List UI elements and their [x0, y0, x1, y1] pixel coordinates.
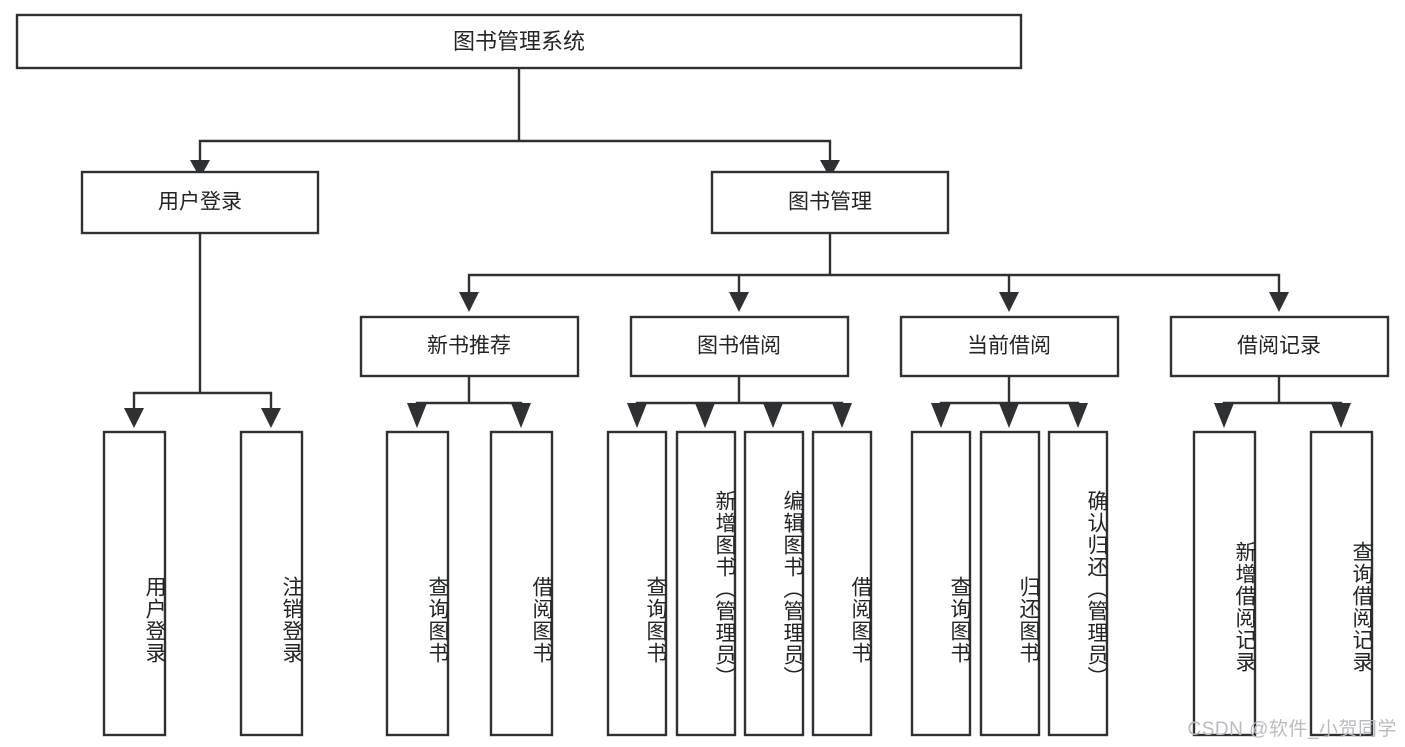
arrow-head-leaf-query-record: [1331, 403, 1351, 428]
arrow-head-current-borrow: [999, 292, 1019, 312]
connector-borrow-record-to-leaves: [1222, 374, 1343, 412]
node-leaf-query-book-3-box[interactable]: [910, 430, 972, 737]
arrow-head-leaf-query-book-3: [931, 403, 951, 428]
node-new-book-recommend[interactable]: 新书推荐: [359, 315, 580, 378]
node-current-borrow-label: 当前借阅: [967, 335, 1051, 358]
arrow-head-book-borrow: [729, 292, 749, 312]
connector-user-login-to-leaves: [132, 231, 273, 410]
node-new-book-recommend-box[interactable]: [359, 315, 580, 378]
arrow-head-leaf-borrow-book-1: [511, 403, 531, 428]
node-root-label: 图书管理系统: [453, 29, 585, 54]
node-leaf-add-book-box[interactable]: [675, 430, 737, 737]
connector-group-book-manage: [459, 231, 1289, 312]
connector-new-book-recommend-to-leaves: [415, 374, 523, 412]
arrow-head-leaf-add-record: [1214, 403, 1234, 428]
watermark-text: CSDN @软件_小贺同学: [1187, 719, 1397, 740]
node-user-login[interactable]: 用户登录: [80, 170, 320, 235]
node-leaf-query-record-box[interactable]: [1309, 430, 1374, 737]
node-leaf-confirm-return-box[interactable]: [1047, 430, 1109, 737]
connector-group-current-borrow: [931, 374, 1088, 428]
node-root-box[interactable]: [15, 13, 1023, 70]
arrow-head-leaf-edit-book: [763, 403, 783, 428]
connector-group-borrow-record: [1214, 374, 1351, 428]
arrow-head-leaf-borrow-book-2: [832, 403, 852, 428]
node-leaf-borrow-book-2-box[interactable]: [811, 430, 873, 737]
node-user-login-box[interactable]: [80, 170, 320, 235]
node-new-book-recommend-label: 新书推荐: [427, 335, 511, 358]
connector-group-root: [190, 67, 840, 178]
connector-book-borrow-to-leaves: [635, 374, 844, 412]
node-book-manage-label: 图书管理: [788, 191, 872, 214]
connector-book-manage-to-level2: [467, 231, 1281, 294]
node-leaf-return-book-box[interactable]: [979, 430, 1041, 737]
connector-group-user-login: [124, 231, 281, 428]
connector-root-to-level1: [198, 67, 832, 162]
arrow-head-user-login: [190, 160, 210, 178]
arrow-head-book-manage: [820, 160, 840, 178]
node-book-borrow-box[interactable]: [629, 315, 850, 378]
node-leaf-query-book-1-box[interactable]: [385, 430, 450, 737]
node-borrow-record[interactable]: 借阅记录: [1169, 315, 1390, 378]
connector-group-new-book-recommend: [407, 374, 531, 428]
arrow-head-borrow-record: [1269, 292, 1289, 312]
node-book-borrow[interactable]: 图书借阅: [629, 315, 850, 378]
arrow-head-leaf-query-book-2: [627, 403, 647, 428]
arrow-head-new-book-recommend: [459, 292, 479, 312]
node-borrow-record-box[interactable]: [1169, 315, 1390, 378]
node-root[interactable]: 图书管理系统: [15, 13, 1023, 70]
arrow-head-leaf-return-book: [999, 403, 1019, 428]
node-book-borrow-label: 图书借阅: [697, 335, 781, 358]
node-leaf-add-record-box[interactable]: [1192, 430, 1257, 737]
node-leaf-borrow-book-1-box[interactable]: [489, 430, 554, 737]
arrow-head-leaf-user-login: [124, 408, 144, 428]
arrow-head-leaf-add-book: [695, 403, 715, 428]
node-book-manage-box[interactable]: [710, 170, 950, 235]
node-current-borrow[interactable]: 当前借阅: [899, 315, 1120, 378]
arrow-head-leaf-logout: [261, 408, 281, 428]
arrow-head-leaf-query-book-1: [407, 403, 427, 428]
node-leaf-logout-box[interactable]: [239, 430, 304, 737]
connector-group-book-borrow: [627, 374, 852, 428]
node-leaf-query-book-2-box[interactable]: [606, 430, 668, 737]
node-leaf-edit-book-box[interactable]: [743, 430, 805, 737]
node-borrow-record-label: 借阅记录: [1237, 335, 1321, 358]
node-leaf-user-login-box[interactable]: [102, 430, 167, 737]
node-book-manage[interactable]: 图书管理: [710, 170, 950, 235]
node-user-login-label: 用户登录: [158, 191, 242, 214]
arrow-head-leaf-confirm-return: [1068, 403, 1088, 428]
node-current-borrow-box[interactable]: [899, 315, 1120, 378]
